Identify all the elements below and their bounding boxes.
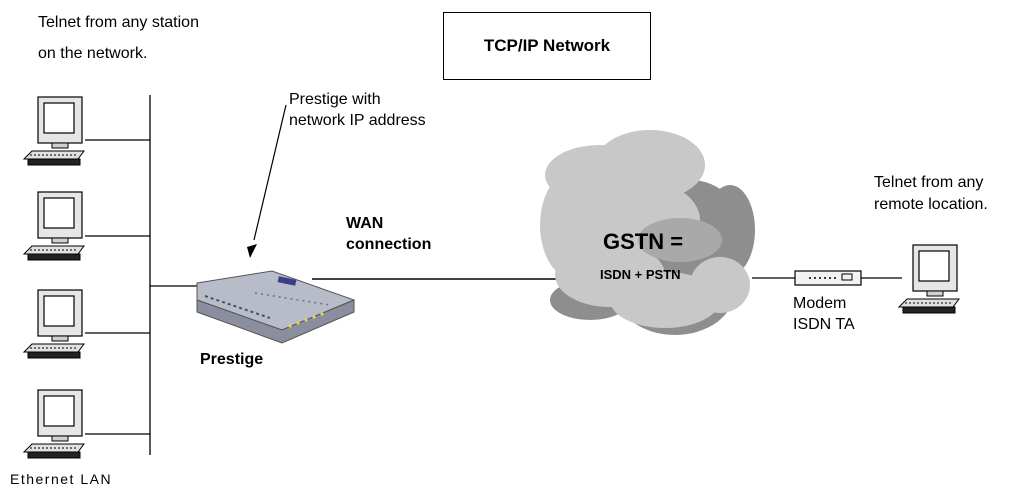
remote-caption-line1: Telnet from any	[874, 174, 984, 191]
pointer-arrow	[253, 104, 287, 241]
prestige-note-line1: Prestige with	[289, 91, 381, 108]
ethernet-lan-label: Ethernet LAN	[10, 471, 113, 487]
cloud-title: GSTN =	[603, 229, 684, 254]
modem-label-line2: ISDN TA	[793, 316, 855, 333]
page-title: TCP/IP Network	[483, 36, 611, 55]
cloud-subtitle: ISDN + PSTN	[600, 267, 681, 282]
computer-icon	[23, 289, 85, 359]
modem-icon	[794, 270, 862, 286]
computer-icon	[23, 389, 85, 459]
cloud-icon	[540, 130, 755, 335]
prestige-note-line2: network IP address	[289, 112, 426, 129]
computer-icon	[23, 96, 85, 166]
remote-caption-line2: remote location.	[874, 196, 988, 213]
computer-icon	[898, 244, 960, 314]
router-icon	[196, 270, 356, 344]
computer-icon	[23, 191, 85, 261]
modem-label-line1: Modem	[793, 295, 847, 312]
arrowhead-icon	[247, 244, 257, 258]
title-box: TCP/IP Network	[443, 12, 651, 80]
lan-caption-line2: on the network.	[38, 45, 148, 62]
lan-caption-line1: Telnet from any station	[38, 14, 199, 31]
wan-label-line1: WAN	[346, 215, 384, 232]
wan-label-line2: connection	[346, 236, 432, 253]
prestige-label: Prestige	[200, 351, 264, 368]
